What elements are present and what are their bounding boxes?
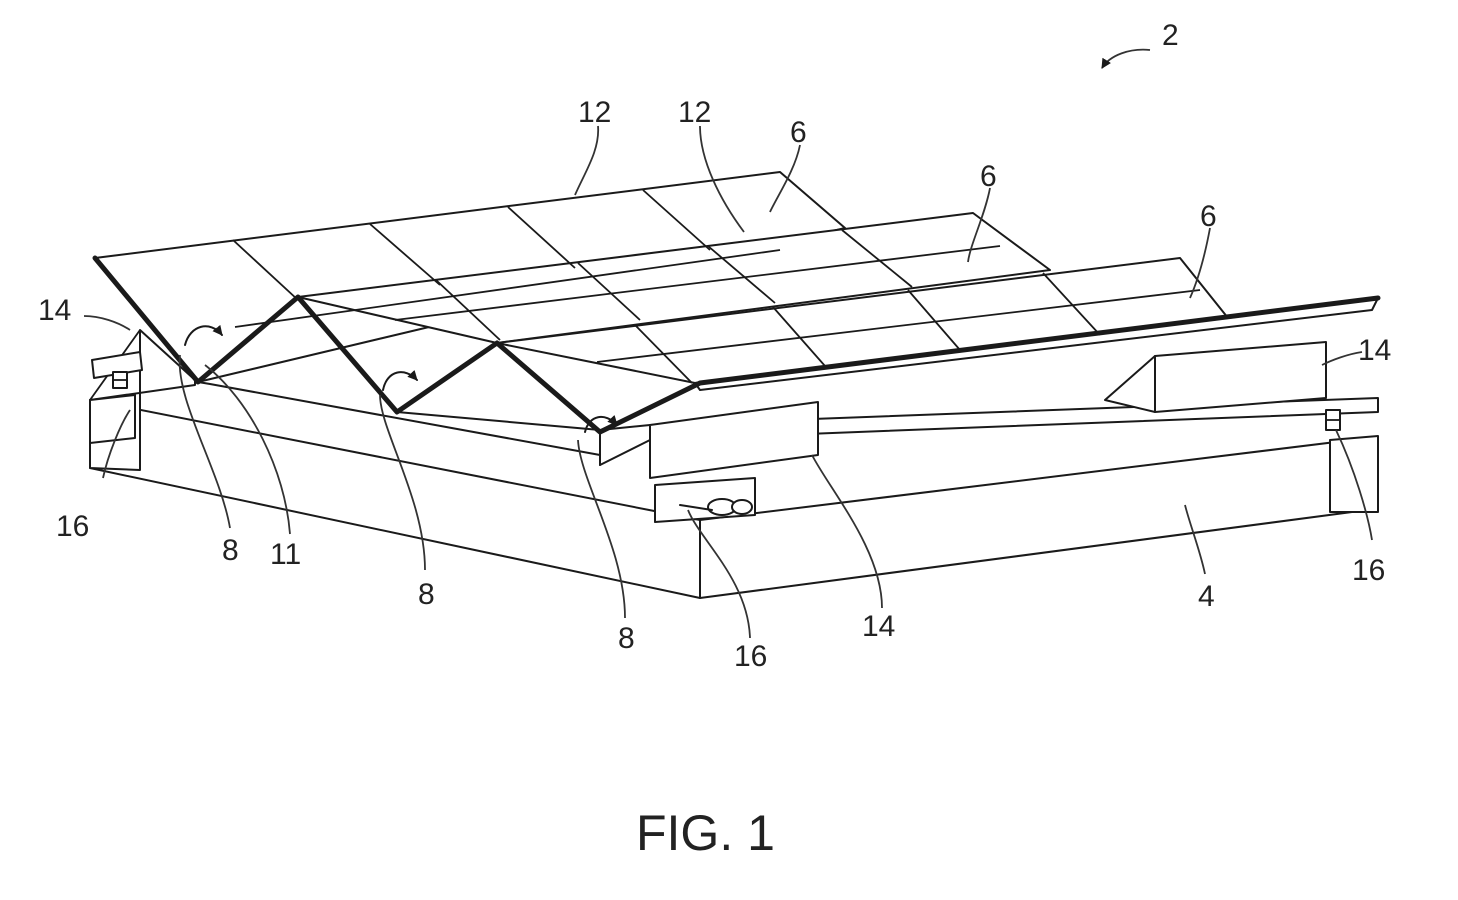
rotation-arrow-icon [383,372,417,390]
label-mount: 16 [1352,554,1385,587]
label-panel: 6 [1200,200,1217,233]
label-mount: 16 [56,510,89,543]
label-hinge: 8 [222,534,239,567]
mount-left [90,372,135,443]
label-mount: 16 [734,640,767,673]
label-edge: 11 [270,538,301,571]
bracket-right [1105,342,1326,412]
label-bracket: 14 [38,294,71,327]
label-hinge: 8 [418,578,435,611]
label-panel: 6 [980,160,997,193]
label-assembly: 2 [1162,19,1179,52]
bracket-front [650,402,818,478]
label-panel: 6 [790,116,807,149]
label-seam: 12 [578,96,611,129]
label-bracket: 14 [862,610,895,643]
mount-front [655,478,755,522]
label-hinge: 8 [618,622,635,655]
label-platform: 4 [1198,580,1215,613]
mount-right [1326,410,1378,512]
label-bracket: 14 [1358,334,1391,367]
label-seam: 12 [678,96,711,129]
figure-caption: FIG. 1 [636,805,775,861]
